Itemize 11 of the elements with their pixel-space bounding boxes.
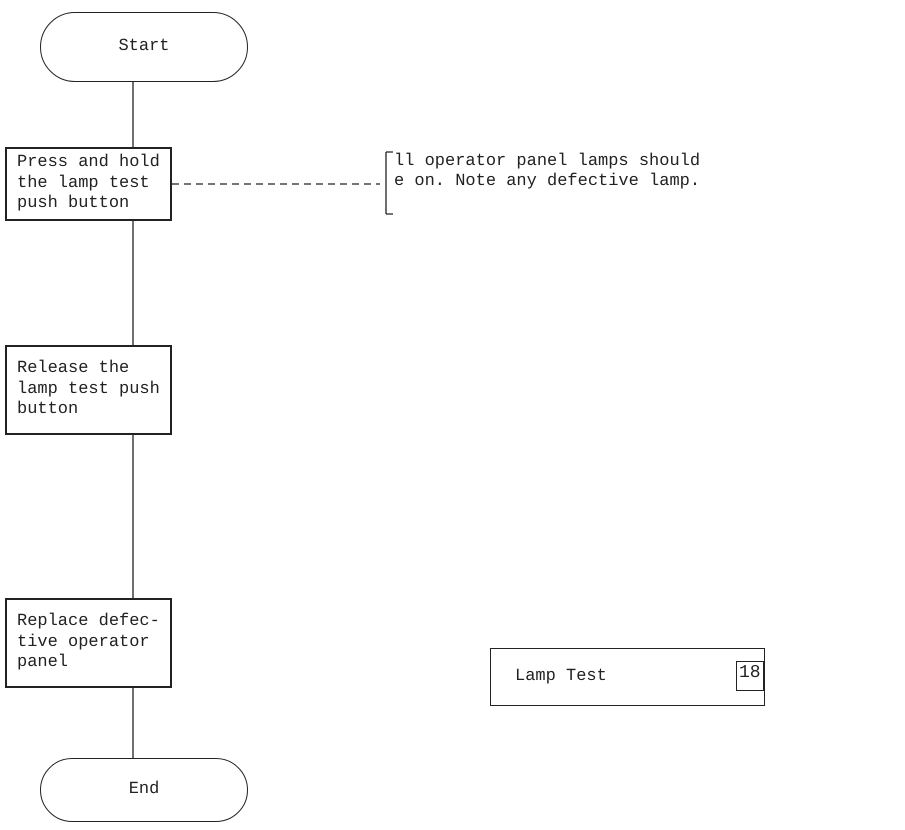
connector-line [132,82,134,147]
connector-line [132,688,134,758]
page-number: 18 [736,661,764,691]
title-box: Lamp Test 18 [490,648,765,706]
process-box: Replace defec- tive operator panel [5,598,172,688]
dashed-connector [172,183,380,185]
process-box: Release the lamp test push button [5,345,172,435]
note-text: ll operator panel lamps should e on. Note any defective lamp. [380,148,720,218]
connector-line [132,221,134,345]
connector-line [132,435,134,598]
process-box: Press and hold the lamp test push button [5,147,172,221]
